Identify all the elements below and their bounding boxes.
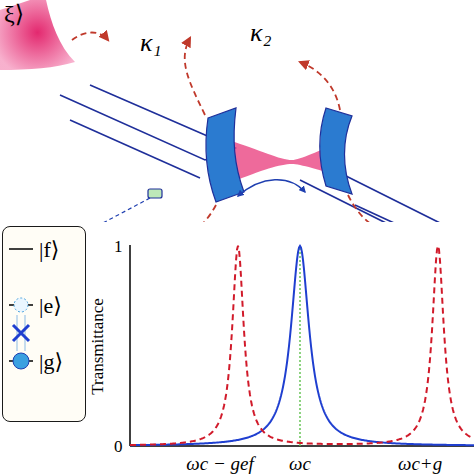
- tick-label: ωc: [289, 454, 311, 473]
- level-label: |f⟩: [39, 239, 59, 261]
- coupling-arrow: [238, 180, 305, 196]
- plot-panel: [76, 222, 474, 474]
- decay-arrow: [72, 33, 400, 242]
- tick-label: ωc − gef: [186, 454, 253, 473]
- mirror: [320, 108, 352, 194]
- transmission-curve-split: [130, 246, 474, 445]
- level-label: |g⟩: [39, 351, 63, 373]
- tick-label: 1: [114, 238, 123, 255]
- axis-title: Transmittance: [88, 298, 105, 395]
- tick-label: ωc+g: [398, 454, 442, 473]
- mirror: [206, 108, 244, 202]
- wave-packet: [0, 0, 75, 70]
- level-label: |e⟩: [39, 295, 62, 317]
- x-axis: [130, 445, 474, 447]
- tick-label: 0: [114, 438, 123, 455]
- atom-chip: [148, 189, 162, 198]
- state-label: ξ⟩: [4, 2, 24, 26]
- y-axis: [129, 245, 131, 446]
- center-line: [299, 248, 300, 446]
- transmission-curve: [130, 246, 474, 445]
- energy-level-inset: |f⟩ |e⟩ |g⟩: [2, 226, 86, 422]
- decay-rate: κ₂: [250, 20, 272, 46]
- decay-rate: κ₁: [140, 30, 162, 56]
